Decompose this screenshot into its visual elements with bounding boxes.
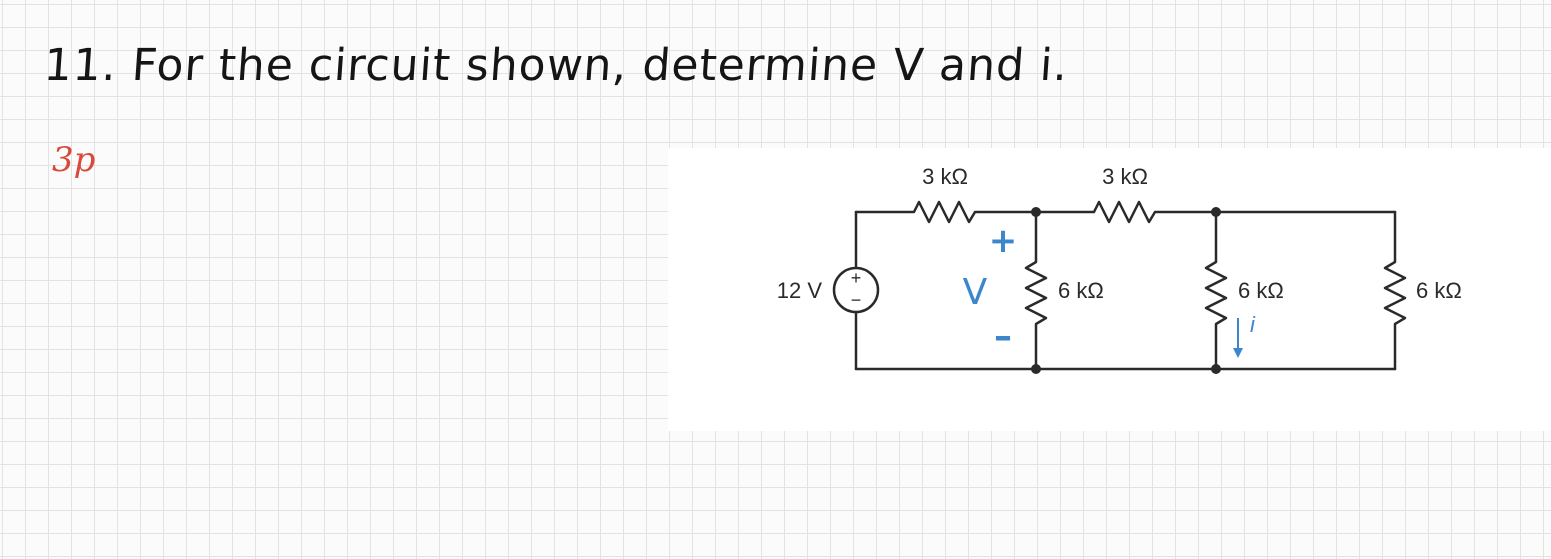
- source-plus: +: [851, 268, 862, 288]
- annotation-minus: –: [994, 316, 1012, 357]
- node-top-1: [1031, 207, 1041, 217]
- resistor-shunt-3: [1383, 210, 1407, 371]
- label-r-shunt-2: 6 kΩ: [1238, 278, 1284, 303]
- label-r-shunt-1: 6 kΩ: [1058, 278, 1104, 303]
- resistor-shunt-1: [1024, 210, 1048, 371]
- label-r-top-right: 3 kΩ: [1102, 164, 1148, 189]
- source-minus: −: [851, 290, 862, 310]
- points-annotation: 3p: [52, 140, 96, 180]
- current-label: i: [1250, 312, 1256, 337]
- junction-nodes: [1031, 207, 1221, 374]
- voltage-source: [832, 266, 880, 314]
- node-top-2: [1211, 207, 1221, 217]
- annotation-voltage-label: V: [963, 272, 988, 313]
- circuit-figure-panel: [668, 148, 1551, 431]
- resistor-shunt-2: [1204, 210, 1228, 371]
- node-bottom-1: [1031, 364, 1041, 374]
- node-bottom-2: [1211, 364, 1221, 374]
- label-r-top-left: 3 kΩ: [922, 164, 968, 189]
- wire-top-right: [1034, 200, 1397, 224]
- label-r-shunt-3: 6 kΩ: [1416, 278, 1462, 303]
- current-arrow: [1233, 318, 1243, 358]
- wire-top-left: [854, 200, 1038, 224]
- source-label: 12 V: [777, 278, 823, 303]
- annotation-plus: +: [989, 221, 1018, 261]
